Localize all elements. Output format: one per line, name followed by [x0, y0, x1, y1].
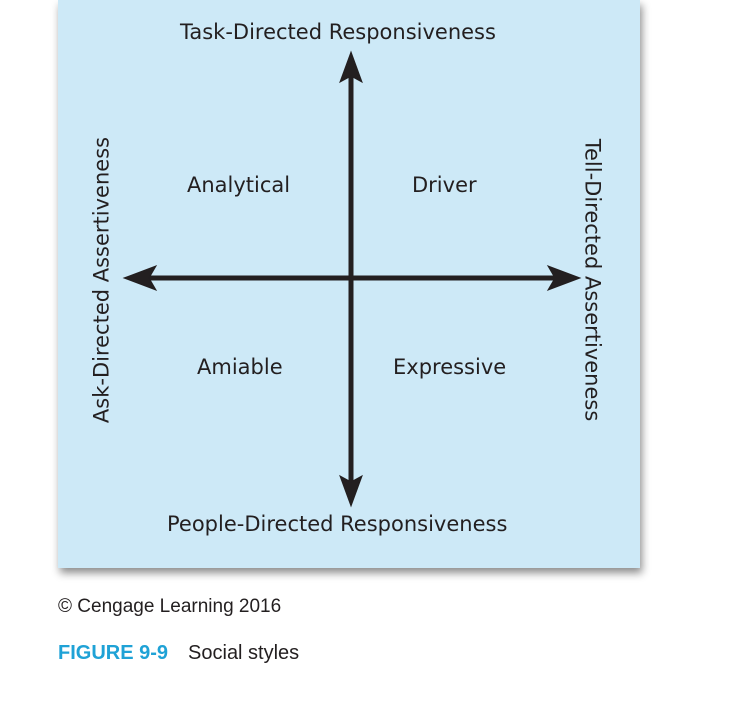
arrow-left-icon [122, 265, 158, 291]
quadrant-expressive: Expressive [393, 355, 507, 379]
left-axis-label: Ask-Directed Assertiveness [89, 136, 114, 424]
arrow-up-icon [339, 50, 363, 84]
figure-caption: FIGURE 9-9 Social styles [58, 642, 299, 665]
quadrant-driver: Driver [412, 173, 477, 197]
bottom-axis-label: People-Directed Responsiveness [167, 512, 508, 536]
figure-title: Social styles [188, 642, 300, 664]
quadrant-analytical: Analytical [187, 173, 291, 197]
arrow-right-icon [546, 265, 582, 291]
arrow-down-icon [339, 474, 363, 508]
quadrant-amiable: Amiable [197, 355, 283, 379]
right-axis-label: Tell-Directed Assertiveness [580, 138, 605, 422]
copyright-notice: © Cengage Learning 2016 [58, 596, 282, 617]
figure-number: FIGURE 9-9 [58, 642, 169, 664]
top-axis-label: Task-Directed Responsiveness [180, 20, 496, 44]
